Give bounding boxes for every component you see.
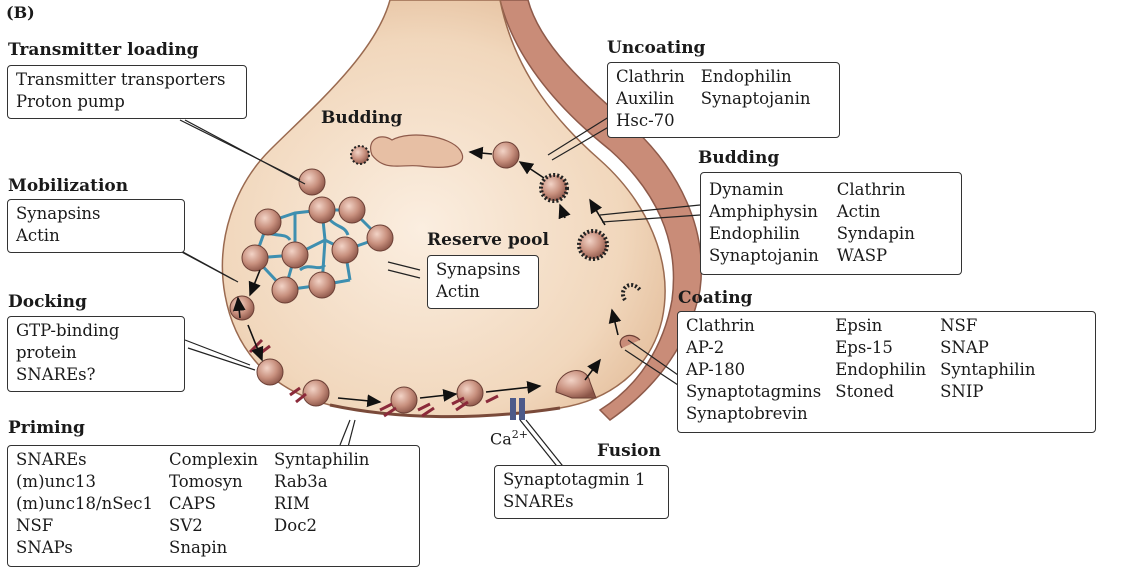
active-zone-membrane <box>329 403 561 419</box>
box-item: SNAREs <box>503 492 574 511</box>
box-item: Epsin <box>835 316 883 335</box>
stage-budding: Budding <box>698 148 780 168</box>
snare-complexes <box>248 338 499 418</box>
box-item: Dynamin <box>709 180 784 199</box>
box-item: Clathrin <box>616 67 685 86</box>
box-item: Stoned <box>835 382 895 401</box>
box-item: Actin <box>16 226 60 245</box>
actin-network <box>253 208 382 292</box>
box-item: Syntaphilin <box>274 450 370 469</box>
box-item: Synaptotagmin 1 <box>503 470 646 489</box>
box-priming: SNAREs (m)unc13 (m)unc18/nSec1 NSF SNAPs… <box>7 445 420 567</box>
box-item: GTP-binding <box>16 321 120 340</box>
box-item: Clathrin <box>836 180 906 199</box>
panel-letter: (B) <box>6 3 35 22</box>
box-item: protein <box>16 343 77 362</box>
box-item: Actin <box>436 282 480 301</box>
box-mobilization: Synapsins Actin <box>7 199 185 253</box>
stage-uncoating: Uncoating <box>607 38 706 58</box>
box-item: Complexin <box>169 450 259 469</box>
box-item: RIM <box>274 494 310 513</box>
label-reserve-pool: Reserve pool <box>427 230 549 250</box>
box-item: Endophilin <box>700 67 792 86</box>
box-reserve-pool: Synapsins Actin <box>427 255 539 309</box>
box-item: Auxilin <box>616 89 675 108</box>
box-item: Tomosyn <box>169 472 243 491</box>
box-item: Endophilin <box>709 224 800 243</box>
budding-endosome <box>350 134 464 168</box>
box-transmitter-loading: Transmitter transporters Proton pump <box>7 65 247 119</box>
box-fusion: Synaptotagmin 1 SNAREs <box>494 465 669 519</box>
box-budding: Dynamin Amphiphysin Endophilin Synaptoja… <box>700 172 962 275</box>
stage-priming: Priming <box>8 418 85 438</box>
box-item: Rab3a <box>274 472 328 491</box>
box-item: SNAREs? <box>16 365 96 384</box>
box-item: Syndapin <box>836 224 915 243</box>
box-item: Clathrin <box>686 316 755 335</box>
box-uncoating: Clathrin Auxilin Hsc-70 Endophilin Synap… <box>607 62 840 138</box>
box-item: Eps-15 <box>835 338 893 357</box>
box-item: WASP <box>836 246 888 265</box>
box-item: SNAPs <box>16 538 73 557</box>
calcium-channel <box>510 398 525 420</box>
reserve-pool-vesicles <box>241 196 394 304</box>
box-item: Synaptobrevin <box>686 404 808 423</box>
label-calcium: Ca2+ <box>490 428 528 449</box>
stage-transmitter-loading: Transmitter loading <box>8 40 199 60</box>
stage-coating: Coating <box>678 288 753 308</box>
box-coating: Clathrin AP-2 AP-180 Synaptotagmins Syna… <box>677 311 1096 433</box>
cycle-arrows <box>232 146 622 408</box>
box-item: Hsc-70 <box>616 111 675 130</box>
box-item: Transmitter transporters <box>16 70 226 89</box>
box-item: AP-180 <box>686 360 746 379</box>
box-item: Synaptotagmins <box>686 382 822 401</box>
box-item: CAPS <box>169 494 216 513</box>
box-item: (m)unc13 <box>16 472 97 491</box>
box-item: Synaptojanin <box>709 246 819 265</box>
box-item: NSF <box>940 316 978 335</box>
box-item: Doc2 <box>274 516 317 535</box>
box-item: Syntaphilin <box>940 360 1036 379</box>
box-item: Actin <box>836 202 881 221</box>
presynaptic-terminal <box>221 0 666 418</box>
stage-fusion: Fusion <box>597 441 661 461</box>
box-item: AP-2 <box>686 338 725 357</box>
box-item: SNAREs <box>16 450 87 469</box>
box-item: Synapsins <box>16 204 101 223</box>
box-item: SNIP <box>940 382 984 401</box>
label-budding: Budding <box>321 108 403 128</box>
box-docking: GTP-binding protein SNAREs? <box>7 316 185 392</box>
box-item: Synaptojanin <box>700 89 811 108</box>
box-item: Snapin <box>169 538 228 557</box>
stage-docking: Docking <box>8 292 87 312</box>
stage-mobilization: Mobilization <box>8 176 129 196</box>
box-item: SNAP <box>940 338 989 357</box>
box-item: SV2 <box>169 516 203 535</box>
box-item: Amphiphysin <box>709 202 818 221</box>
box-item: Synapsins <box>436 260 521 279</box>
callout-lines <box>177 114 701 471</box>
box-item: Endophilin <box>835 360 927 379</box>
box-item: Proton pump <box>16 92 125 111</box>
box-item: (m)unc18/nSec1 <box>16 494 154 513</box>
box-item: NSF <box>16 516 54 535</box>
